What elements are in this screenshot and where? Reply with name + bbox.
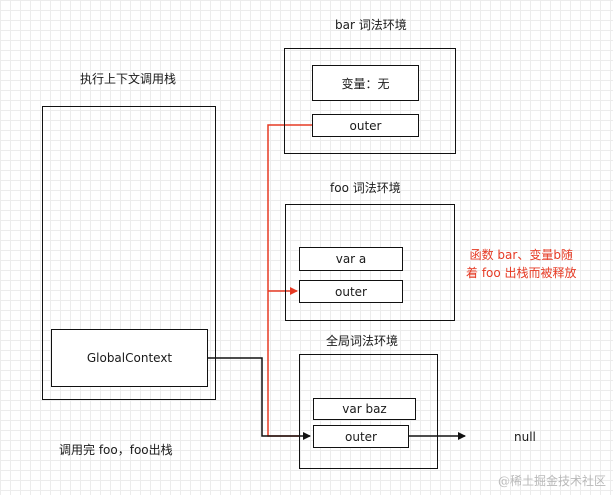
global-var-baz-cell: var baz: [313, 398, 416, 420]
foo-outer-cell: outer: [299, 280, 403, 303]
global-env-title: 全局词法环境: [326, 334, 399, 348]
foo-env-box: [285, 204, 455, 321]
call-stack-frame: [42, 106, 216, 400]
call-stack-caption: 调用完 foo，foo出栈: [59, 443, 173, 457]
watermark: @稀土掘金技术社区: [498, 474, 607, 488]
release-note: 函数 bar、变量b随 着 foo 出栈而被释放: [466, 246, 577, 282]
bar-outer-cell: outer: [312, 114, 419, 137]
bar-env-box: [284, 48, 456, 154]
call-stack-title: 执行上下文调用栈: [80, 72, 177, 86]
global-outer-cell: outer: [313, 425, 409, 448]
bar-env-title: bar 词法环境: [335, 18, 407, 32]
foo-var-a-cell: var a: [299, 247, 403, 271]
foo-env-title: foo 词法环境: [330, 181, 401, 195]
globalcontext-to-global-outer-link: [207, 357, 311, 440]
bar-variable-cell: 变量：无: [312, 65, 419, 101]
release-note-line-1: 函数 bar、变量b随: [469, 248, 573, 262]
global-context-cell: GlobalContext: [51, 329, 208, 387]
global-env-box: [299, 354, 438, 469]
null-label: null: [514, 430, 536, 444]
release-note-line-2: 着 foo 出栈而被释放: [466, 266, 577, 280]
